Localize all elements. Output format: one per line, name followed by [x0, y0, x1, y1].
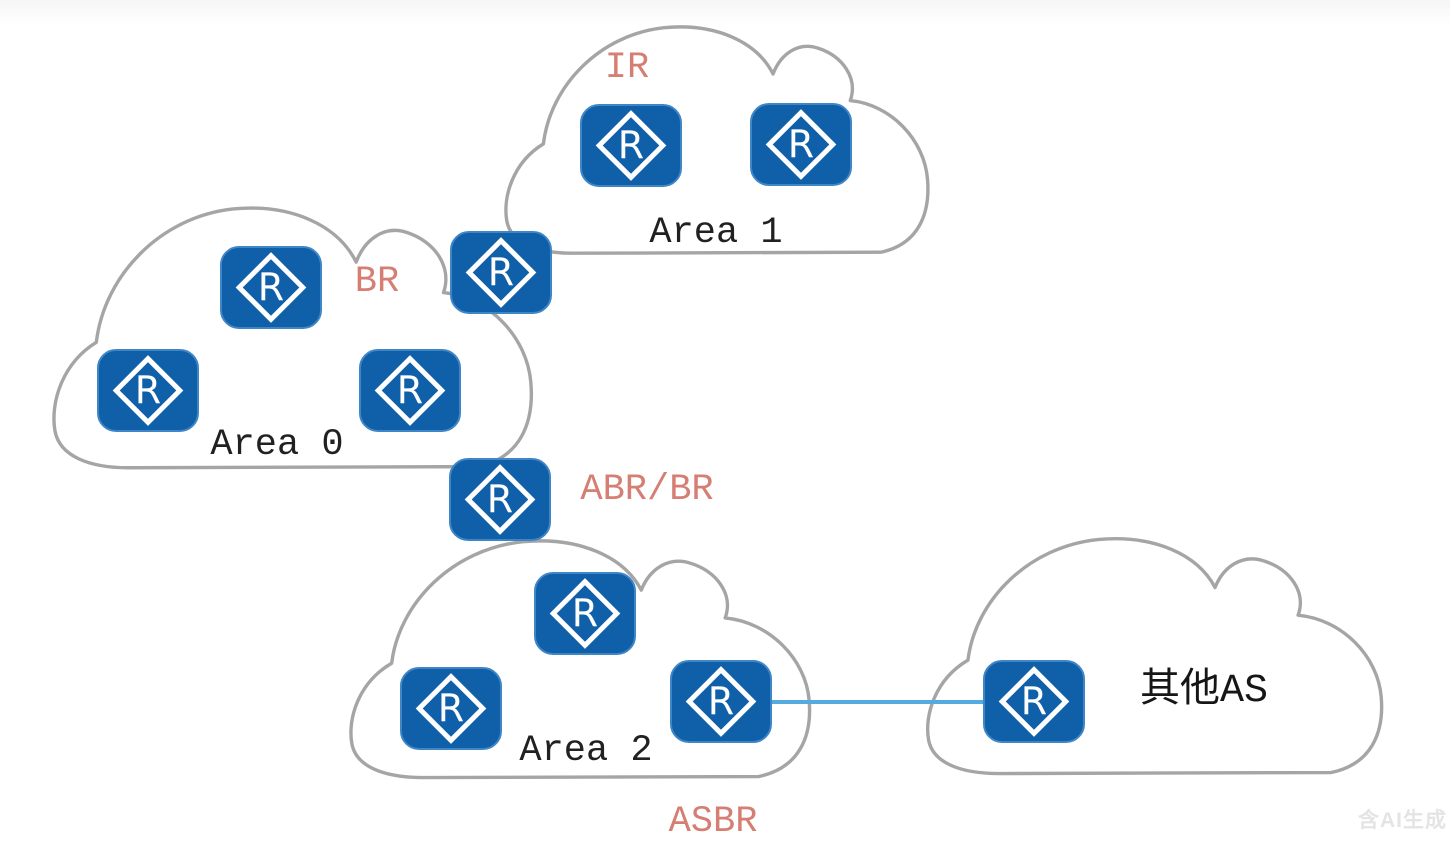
label-br: BR: [354, 261, 400, 303]
label-abr-br: ABR/BR: [580, 469, 714, 511]
router-icon-area1-2: [751, 104, 851, 185]
label-other-as: 其他AS: [1139, 669, 1268, 714]
router-icon-area2-asbr: [671, 661, 771, 742]
ai-generated-watermark: 含AI生成: [1358, 809, 1447, 832]
router-icon-area0-top: [221, 247, 321, 328]
label-area2: Area 2: [519, 730, 653, 772]
router-icon-area0-right: [360, 350, 460, 431]
router-icon-area1-1: [581, 105, 681, 186]
label-area0: Area 0: [210, 424, 344, 466]
label-area1: Area 1: [649, 212, 783, 254]
router-icon-area0-left: [98, 350, 198, 431]
router-icon-border-area0-area1: [451, 232, 551, 313]
router-icon-area2-top: [535, 573, 635, 654]
label-ir: IR: [604, 47, 650, 89]
label-asbr: ASBR: [668, 801, 758, 843]
